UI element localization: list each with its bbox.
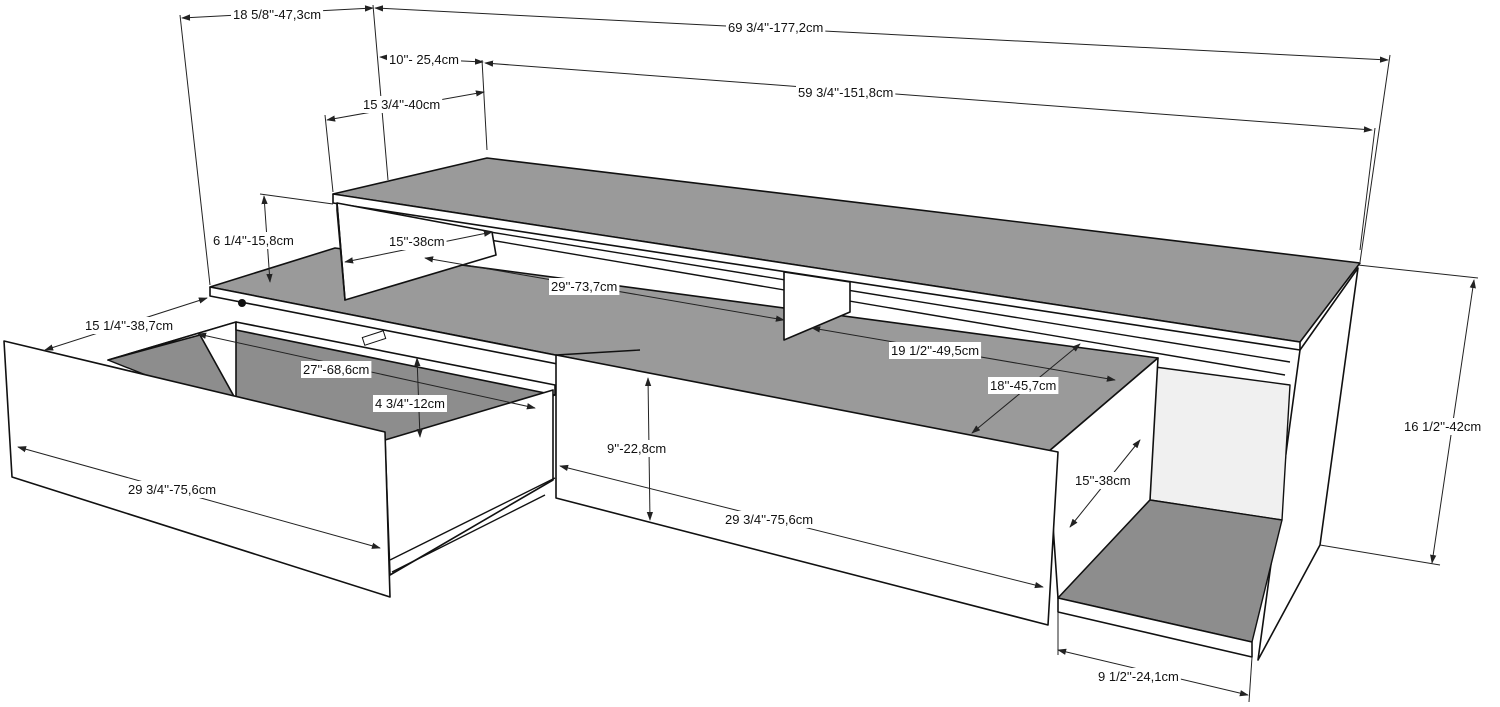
tv-stand	[3, 157, 1361, 661]
drawer-runner-2	[391, 494, 546, 573]
hinge-icon	[361, 330, 387, 346]
label-total-height: 16 1/2''-42cm	[1404, 419, 1481, 434]
label-background	[387, 51, 461, 68]
label-background	[83, 317, 176, 334]
label-background	[549, 278, 620, 295]
open-bay-back	[1149, 366, 1291, 521]
label-top-shelf-depth: 15 3/4''-40cm	[363, 97, 440, 112]
label-door-height: 9''-22,8cm	[607, 441, 666, 456]
label-background	[126, 481, 219, 498]
label-riser-depth: 15''-38cm	[389, 234, 445, 249]
drawer-runner	[389, 477, 556, 561]
label-background	[211, 232, 296, 249]
label-background	[889, 342, 982, 359]
label-background	[988, 377, 1059, 394]
dim-line-total-width	[374, 5, 1389, 63]
dim-line-top-shelf-width	[484, 60, 1373, 133]
cable-hole-icon	[238, 299, 246, 307]
label-drawer-inner-width: 27''-68,6cm	[303, 362, 369, 377]
riser-left-support-face	[336, 202, 346, 301]
label-top-shelf-width: 59 3/4''-151,8cm	[798, 85, 893, 100]
center-door-top-edge	[555, 349, 641, 356]
rear-rail	[489, 231, 1291, 363]
label-background	[1096, 668, 1181, 685]
label-right-top-depth: 18''-45,7cm	[990, 378, 1056, 393]
label-background	[1073, 472, 1133, 489]
label-riser-height: 6 1/4''-15,8cm	[213, 233, 294, 248]
label-drawer-depth: 15 1/4''-38,7cm	[85, 318, 173, 333]
label-left-depth: 18 5/8''-47,3cm	[233, 7, 321, 22]
label-background	[726, 19, 826, 36]
top-shelf-front-edge	[332, 193, 1301, 351]
label-right-top-width: 19 1/2''-49,5cm	[891, 343, 979, 358]
label-open-bay-width: 9 1/2''-24,1cm	[1098, 669, 1179, 684]
label-drawer-inner-height: 4 3/4''-12cm	[375, 396, 445, 411]
label-background	[387, 233, 447, 250]
label-background	[361, 96, 443, 113]
label-background	[796, 84, 896, 101]
label-drawer-front-width: 29 3/4''-75,6cm	[128, 482, 216, 497]
label-background	[723, 511, 816, 528]
label-background	[605, 440, 669, 457]
dimension-labels: 69 3/4''-177,2cm 18 5/8''-47,3cm 10''- 2…	[83, 6, 1484, 685]
label-background	[373, 395, 447, 412]
label-side-depth: 15''-38cm	[1075, 473, 1131, 488]
label-background	[231, 6, 324, 23]
label-shelf-span: 29''-73,7cm	[551, 279, 617, 294]
label-background	[1402, 418, 1484, 435]
label-door-width: 29 3/4''-75,6cm	[725, 512, 813, 527]
label-top-offset: 10''- 25,4cm	[389, 52, 459, 67]
label-background	[301, 361, 372, 378]
label-total-width: 69 3/4''-177,2cm	[728, 20, 823, 35]
